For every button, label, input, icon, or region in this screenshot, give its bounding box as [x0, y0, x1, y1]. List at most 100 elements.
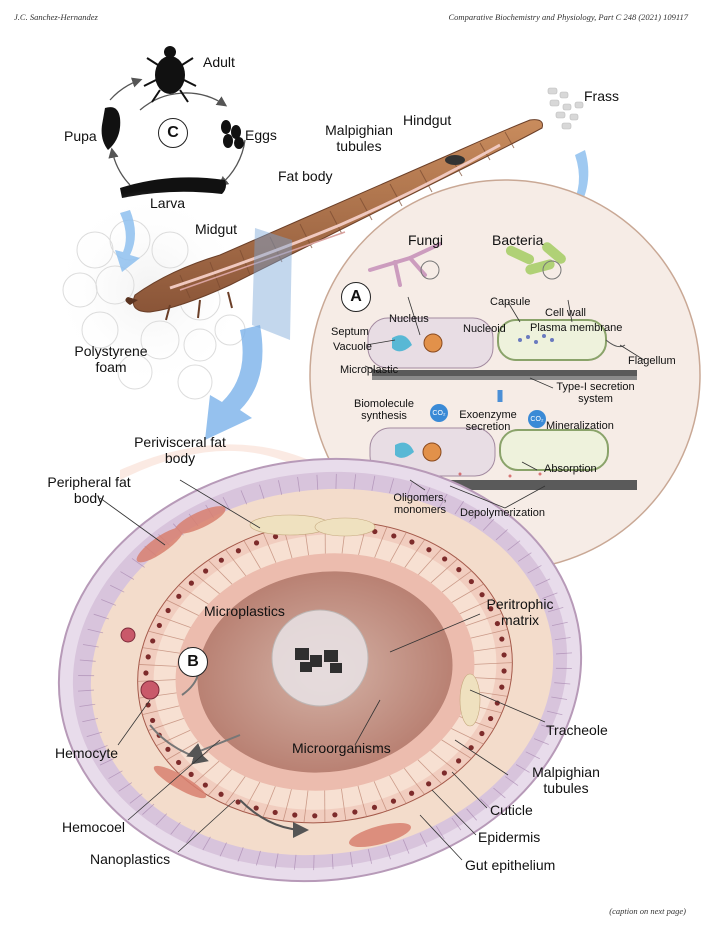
epidermis-cell-boundary [493, 787, 506, 799]
epidermis-cell-boundary [274, 853, 279, 869]
epithelium-cell-boundary [282, 789, 292, 821]
label-nucleus: Nucleus [389, 313, 429, 325]
epithelium-cell-boundary [417, 759, 443, 785]
epithelium-nucleus [501, 668, 507, 674]
arrow-midgut-to-section [205, 325, 263, 440]
epithelium-cell-boundary [142, 705, 180, 716]
epidermis-cell-boundary [480, 798, 492, 810]
epithelium-cell-boundary [389, 532, 407, 563]
epidermis-cell-boundary [93, 613, 109, 620]
epidermis-cell-boundary [371, 475, 376, 491]
epithelium-nucleus [292, 812, 298, 818]
epithelium-nucleus [442, 556, 448, 562]
midgut-section-plane [252, 228, 292, 340]
epithelium-nucleus [441, 770, 447, 776]
epithelium-cell-boundary [474, 662, 513, 665]
epithelium-cell-boundary [357, 785, 367, 817]
epithelium-nucleus [468, 745, 474, 751]
label-malpighian-larva: Malpighian tubules [325, 122, 393, 154]
epithelium-cell-boundary [148, 630, 185, 641]
epithelium-cell-boundary [138, 664, 177, 667]
epidermis-cell-boundary [79, 659, 96, 662]
label-flagellum: Flagellum [628, 355, 676, 367]
label-cell-wall: Cell wall [545, 307, 586, 319]
epidermis-cell-boundary [469, 509, 480, 522]
epithelium-nucleus [409, 539, 415, 545]
label-absorption: Absorption [544, 463, 597, 475]
label-eggs: Eggs [245, 127, 277, 143]
epidermis-cell-boundary [255, 850, 261, 866]
epithelium-cell-boundary [374, 526, 388, 558]
epithelium-nucleus [253, 805, 259, 811]
epithelium-cell-boundary [192, 571, 220, 594]
epithelium-cell-boundary [166, 599, 199, 616]
epithelium-nucleus [488, 715, 494, 722]
epithelium-cell-boundary [178, 585, 209, 605]
epithelium-cell-boundary [473, 645, 512, 652]
epidermis-cell-boundary [92, 745, 108, 752]
epidermis-cell-boundary [142, 803, 155, 815]
epithelium-nucleus [165, 746, 171, 752]
epithelium-nucleus [176, 593, 182, 599]
co2-bubble-icon: CO₂ [528, 410, 546, 428]
epithelium-cell-boundary [224, 776, 246, 805]
epidermis-cell-boundary [402, 839, 410, 854]
panel-b-badge: B [178, 647, 208, 677]
label-hindgut: Hindgut [403, 112, 452, 128]
epidermis-cell-boundary [77, 689, 95, 692]
epidermis-cell-boundary [278, 480, 283, 495]
epidermis-cell-boundary [222, 496, 231, 511]
epithelium-nucleus [312, 813, 318, 819]
epidermis-cell-boundary [82, 717, 99, 723]
epithelium-nucleus [235, 548, 242, 554]
label-epidermis: Epidermis [478, 829, 541, 845]
epidermis-cell-boundary [554, 682, 571, 685]
epidermis-cell-boundary [535, 578, 551, 586]
epithelium-cell-boundary [430, 750, 458, 773]
label-nanoplastics: Nanoplastics [90, 851, 171, 867]
epidermis-cell-boundary [454, 501, 464, 515]
epidermis-cell-boundary [353, 474, 357, 490]
epithelium-cell-boundary [303, 790, 309, 823]
arrow-foam-to-larva [115, 210, 140, 272]
epidermis-cell-boundary [435, 825, 445, 840]
epidermis-cell-boundary [240, 490, 248, 505]
epithelium-nucleus [176, 759, 182, 766]
label-perivisceral-fat-body: Perivisceral fat body [134, 434, 226, 466]
epidermis-cell-boundary [99, 758, 115, 766]
epithelium-nucleus [468, 578, 474, 585]
epidermis-cell-boundary [79, 703, 96, 707]
epidermis-cell-boundary [451, 817, 462, 831]
label-pupa: Pupa [64, 128, 97, 144]
epithelium-nucleus [372, 528, 378, 535]
epithelium-nucleus [408, 790, 415, 796]
epithelium-nucleus [218, 557, 224, 563]
label-microplastic: Microplastic [340, 364, 399, 376]
label-nucleoid: Nucleoid [463, 323, 506, 335]
epidermis-cell-boundary [542, 592, 558, 599]
epithelium-nucleus [488, 606, 494, 612]
epidermis-cell-boundary [517, 552, 532, 562]
epithelium-cell-boundary [142, 647, 180, 654]
label-peripheral-fat-body: Peripheral fat body [47, 474, 131, 506]
epithelium-nucleus [188, 580, 194, 586]
epidermis-cell-boundary [466, 808, 477, 821]
label-microplastics: Microplastics [204, 603, 285, 619]
label-fungi: Fungi [408, 232, 444, 248]
epidermis-cell-boundary [110, 584, 125, 593]
epidermis-cell-boundary [541, 724, 557, 731]
epithelium-cell-boundary [459, 597, 494, 615]
epidermis-cell-boundary [551, 621, 568, 627]
epidermis-cell-boundary [118, 782, 133, 792]
label-microorganisms: Microorganisms [292, 740, 391, 756]
epithelium-nucleus [499, 636, 505, 642]
epithelium-nucleus [145, 654, 151, 660]
epithelium-nucleus [426, 781, 432, 787]
epidermis-cell-boundary [547, 607, 564, 613]
epithelium-nucleus [479, 592, 485, 598]
label-exoenzyme-secretion: Exoenzyme secretion [459, 409, 517, 433]
epidermis-cell-boundary [423, 487, 431, 502]
epithelium-cell-boundary [418, 548, 443, 575]
label-capsule: Capsule [490, 296, 531, 308]
frass-pellets [547, 87, 584, 130]
